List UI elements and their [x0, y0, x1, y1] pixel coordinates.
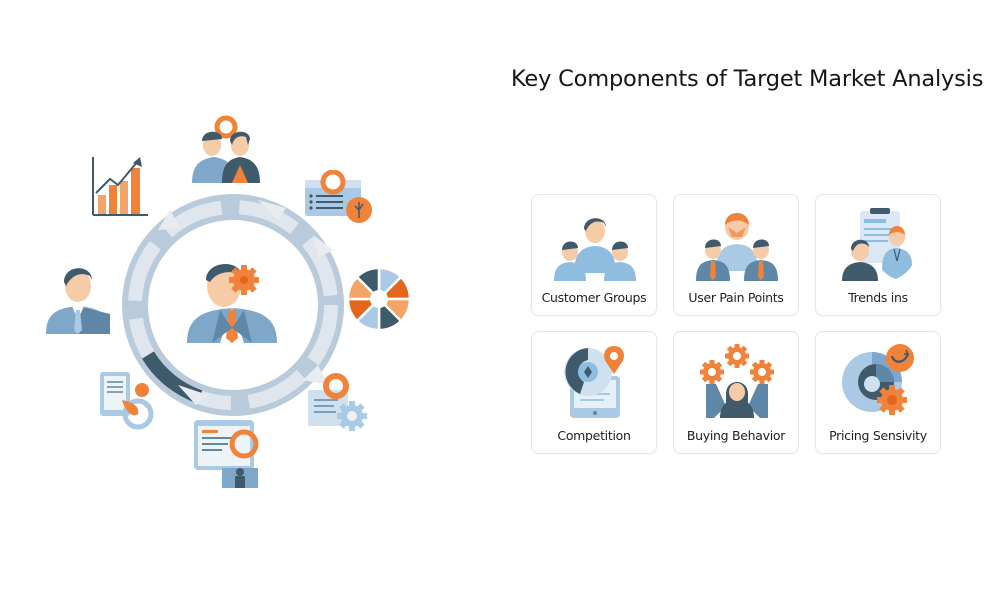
businessman-icon: [46, 268, 110, 334]
document-target-icon: [305, 170, 372, 223]
pricing-sensitivity-icon: [842, 344, 914, 415]
card-label: Customer Groups: [541, 290, 647, 305]
card-label: Pricing Sensivity: [829, 428, 927, 443]
card-trends[interactable]: Trends ins: [815, 194, 941, 316]
segmented-pie-icon: [346, 266, 412, 332]
growth-bar-chart-icon: [92, 157, 148, 216]
page-title: Key Components of Target Market Analysis: [511, 66, 984, 92]
card-customer-groups[interactable]: Customer Groups: [531, 194, 657, 316]
trends-icon: [842, 208, 912, 281]
settings-document-icon: [308, 373, 367, 431]
card-pricing-sensitivity[interactable]: Pricing Sensivity: [815, 331, 941, 454]
card-label: User Pain Points: [688, 290, 784, 305]
user-pain-points-icon: [696, 213, 778, 281]
card-label: Competition: [557, 428, 631, 443]
card-label: Buying Behavior: [686, 428, 786, 443]
businessman-gear-icon: [187, 263, 277, 343]
tablet-report-icon: [100, 372, 154, 430]
competition-icon: [564, 346, 624, 418]
card-user-pain-points[interactable]: User Pain Points: [673, 194, 799, 316]
card-label: Trends ins: [848, 290, 908, 305]
team-pair-icon: [192, 115, 260, 183]
component-cards-grid: Customer Groups User Pain Points: [531, 194, 941, 454]
card-buying-behavior[interactable]: Buying Behavior: [673, 331, 799, 454]
web-analytics-icon: [194, 420, 259, 488]
market-analysis-illustration: [46, 115, 412, 488]
buying-behavior-icon: [700, 344, 774, 418]
card-competition[interactable]: Competition: [531, 331, 657, 454]
customer-groups-icon: [554, 218, 636, 281]
